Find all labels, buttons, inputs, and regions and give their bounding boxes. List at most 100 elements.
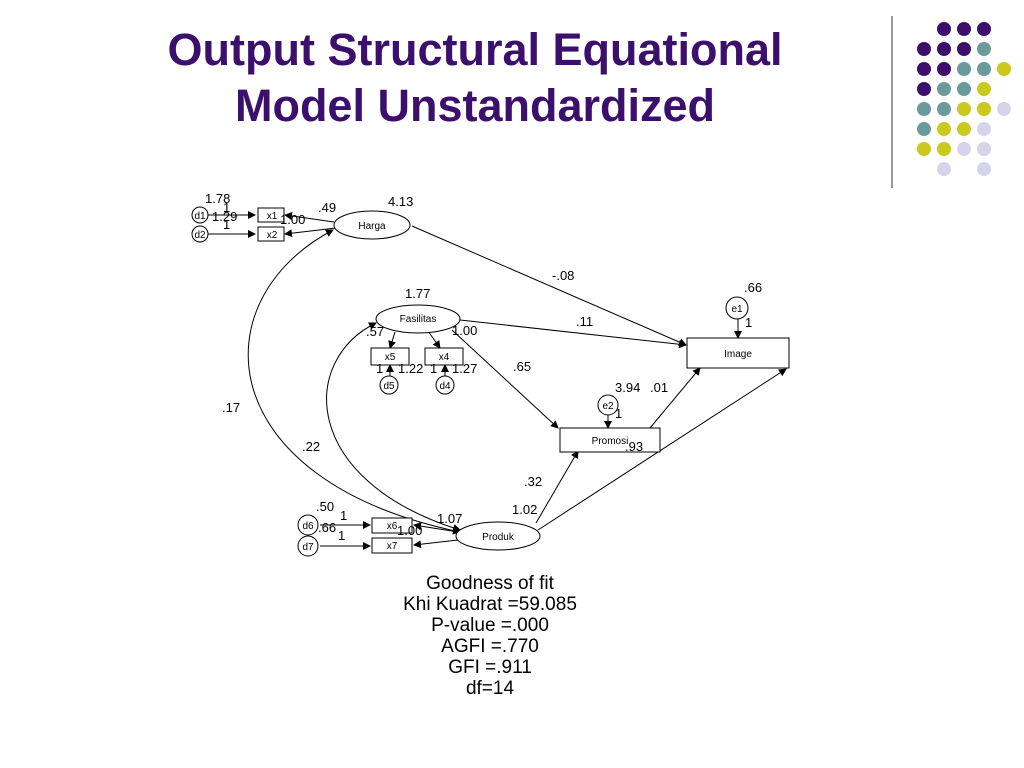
label-e2: e2 <box>602 401 614 412</box>
label-d1: d1 <box>194 211 206 222</box>
value-one-e2: 1 <box>615 406 622 421</box>
slide-title: Output Structural Equational Model Unsta… <box>60 22 890 134</box>
label-x4: x4 <box>439 352 450 363</box>
value-var-promosi-res: 3.94 <box>615 380 640 395</box>
path-harga-x1 <box>284 212 335 223</box>
divider-line <box>891 16 893 188</box>
decorative-dot <box>917 82 931 96</box>
value-var-produk: 1.02 <box>512 502 537 517</box>
goodness-of-fit-block: Goodness of fit Khi Kuadrat =59.085 P-va… <box>330 573 650 699</box>
label-x1: x1 <box>267 211 278 222</box>
decorative-dot <box>937 82 951 96</box>
value-path-promosi-image: .01 <box>650 380 668 395</box>
decorative-dot <box>937 162 951 176</box>
error-d1 <box>191 206 209 224</box>
decorative-dot <box>917 142 931 156</box>
observed-x6 <box>371 517 413 534</box>
value-load-x1: .49 <box>318 200 336 215</box>
observed-x4 <box>424 347 464 366</box>
path-fasilitas-x4 <box>427 330 441 349</box>
decorative-dot <box>977 82 991 96</box>
label-d5: d5 <box>383 381 395 392</box>
path-harga-x2 <box>284 227 337 238</box>
label-x2: x2 <box>267 230 278 241</box>
gof-gfi: GFI =.911 <box>448 657 532 678</box>
path-produk-promosi <box>535 450 579 524</box>
latent-fasilitas <box>375 304 461 334</box>
value-load-x2: 1.00 <box>280 212 305 227</box>
value-var-d7: .66 <box>318 520 336 535</box>
value-load-x7: 1.00 <box>397 523 422 538</box>
path-produk-image <box>537 368 787 531</box>
error-e2 <box>597 394 619 416</box>
decorative-dot <box>997 62 1011 76</box>
decorative-dot <box>917 42 931 56</box>
decorative-dot <box>957 142 971 156</box>
decorative-dot <box>957 42 971 56</box>
decorative-dot <box>977 102 991 116</box>
observed-promosi <box>559 427 661 453</box>
value-path-harga-image: -.08 <box>552 268 574 283</box>
decorative-dot <box>937 142 951 156</box>
decorative-dot <box>977 142 991 156</box>
value-load-x5: .57 <box>366 324 384 339</box>
label-fasilitas: Fasilitas <box>400 314 437 325</box>
error-d7 <box>297 535 319 557</box>
value-var-d1: 1.78 <box>205 191 230 206</box>
value-one-d7: 1 <box>338 528 345 543</box>
gof-heading: Goodness of fit <box>426 573 554 594</box>
value-one-d2: 1 <box>223 217 230 232</box>
value-load-x6: 1.07 <box>437 511 462 526</box>
title-line-2: Model Unstandardized <box>234 80 716 131</box>
value-load-x4: 1.00 <box>452 323 477 338</box>
decorative-dot <box>977 162 991 176</box>
decorative-dot <box>957 122 971 136</box>
error-e1 <box>725 296 749 320</box>
path-promosi-image <box>649 367 701 429</box>
path-fasilitas-promosi <box>451 329 559 429</box>
label-e1: e1 <box>731 304 743 315</box>
label-d6: d6 <box>302 521 314 532</box>
value-var-d6: .50 <box>316 499 334 514</box>
observed-x7 <box>371 537 413 554</box>
label-image: Image <box>724 349 752 360</box>
decorative-dot <box>937 22 951 36</box>
error-d6 <box>297 514 319 536</box>
decorative-dot <box>937 62 951 76</box>
value-path-produk-promosi: .32 <box>524 474 542 489</box>
path-fasilitas-image <box>459 319 687 349</box>
decorative-dot <box>957 102 971 116</box>
value-one-e1: 1 <box>745 315 752 330</box>
decorative-dot <box>977 122 991 136</box>
label-harga: Harga <box>358 221 386 232</box>
value-var-d2: 1.29 <box>212 209 237 224</box>
value-path-produk-image: .93 <box>625 439 643 454</box>
value-var-fasilitas: 1.77 <box>405 286 430 301</box>
gof-df: df=14 <box>465 678 515 699</box>
latent-produk <box>455 521 541 551</box>
error-d4 <box>435 375 455 395</box>
value-one-d6: 1 <box>340 508 347 523</box>
decorative-dot <box>957 82 971 96</box>
observed-x2 <box>257 226 285 242</box>
title-line-1: Output Structural Equational <box>167 24 783 75</box>
decorative-dot <box>957 62 971 76</box>
observed-x5 <box>370 347 410 366</box>
observed-image <box>686 337 790 369</box>
label-x5: x5 <box>385 352 396 363</box>
value-var-d4: 1.27 <box>452 361 477 376</box>
decorative-dot <box>917 122 931 136</box>
gof-agfi: AGFI =.770 <box>441 636 539 657</box>
decorative-dot <box>977 22 991 36</box>
cov-fasilitas-produk <box>326 322 461 532</box>
label-d2: d2 <box>194 230 206 241</box>
latent-harga <box>333 210 411 240</box>
decorative-dot <box>937 122 951 136</box>
value-cov-fasilitas-produk: .22 <box>302 439 320 454</box>
path-fasilitas-x5 <box>388 331 396 349</box>
value-one-d4: 1 <box>430 361 437 376</box>
gof-khi-kuadrat: Khi Kuadrat =59.085 <box>403 594 577 615</box>
decorative-dot <box>937 102 951 116</box>
value-path-fasilitas-image: .11 <box>576 314 593 329</box>
